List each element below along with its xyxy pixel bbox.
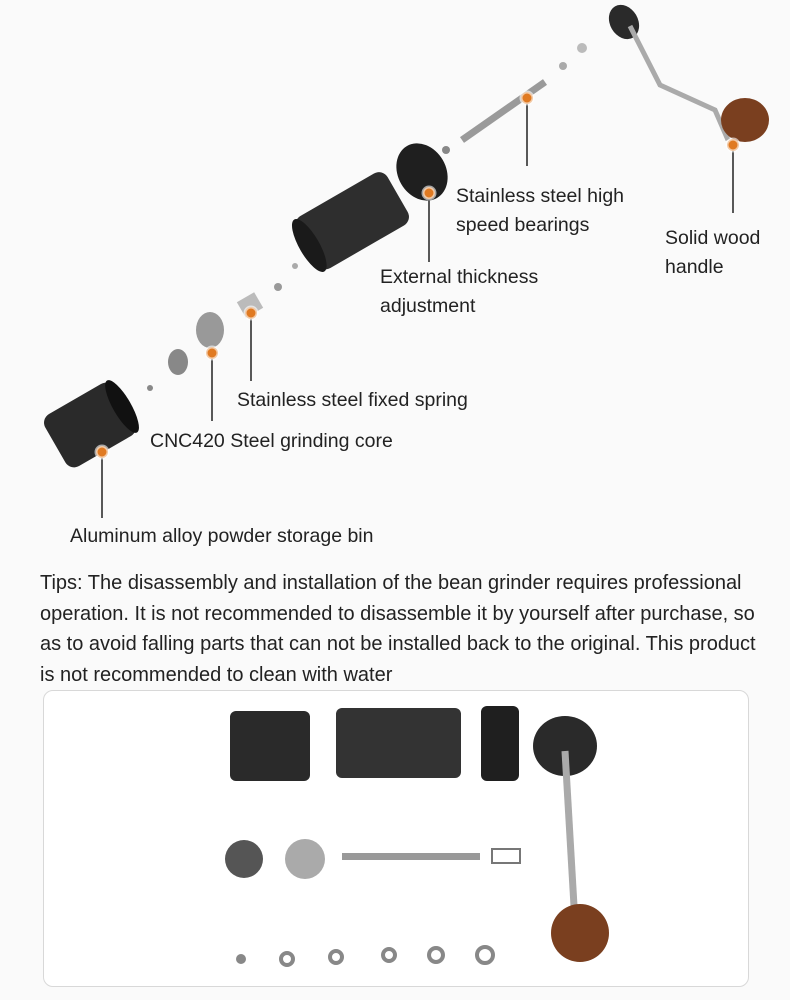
body-piece: [336, 708, 461, 778]
callout-dot: [725, 137, 741, 153]
label-adjustment: External thickness adjustment: [380, 266, 539, 317]
wood-knob-piece: [551, 904, 609, 962]
callout-dot: [519, 90, 535, 106]
callout-dot: [421, 185, 437, 201]
parts-layout-image: [225, 706, 609, 967]
parts-layout-panel: [43, 690, 749, 987]
label-bearings: Stainless steel high speed bearings: [456, 185, 625, 236]
adjustment-ring-part: [396, 143, 448, 201]
bin-piece: [230, 711, 310, 781]
callout-lines: [101, 98, 734, 518]
callout-dot: [204, 345, 220, 361]
label-spring: Stainless steel fixed spring: [237, 389, 468, 411]
label-bin: Aluminum alloy powder storage bin: [70, 525, 374, 547]
tips-text: Tips: The disassembly and installation o…: [40, 572, 756, 686]
label-core: CNC420 Steel grinding core: [150, 430, 393, 452]
callout-dot: [94, 444, 110, 460]
ring-piece: [481, 706, 519, 781]
handle-part: [608, 4, 769, 142]
label-handle: Solid wood handle: [665, 227, 761, 278]
grinder-body-part: [291, 172, 409, 272]
handle-cap-piece: [533, 716, 597, 776]
callout-dot: [243, 305, 259, 321]
grinding-core-part: [196, 312, 224, 348]
shaft-part: [459, 79, 548, 143]
storage-bin-part: [44, 380, 139, 468]
